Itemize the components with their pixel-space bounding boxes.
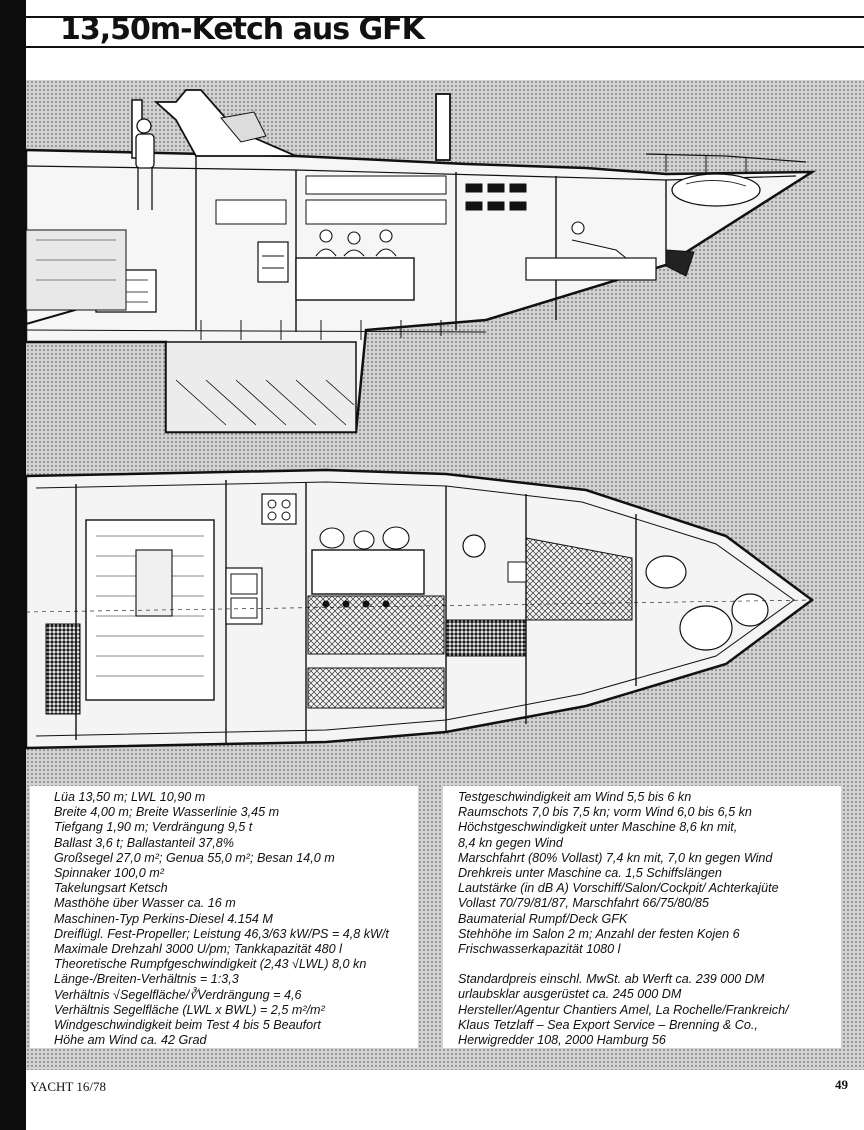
- side-profile-view: [26, 89, 817, 434]
- spec-line: Höhe am Wind ca. 42 Grad: [54, 1033, 207, 1048]
- top-rule: [26, 16, 864, 18]
- specs-box-right: Testgeschwindigkeit am Wind 5,5 bis 6 kn…: [443, 786, 841, 1048]
- crew-figures: [315, 229, 397, 257]
- starboard-berth-saloon: [307, 667, 445, 709]
- spec-line: Lüa 13,50 m; LWL 10,90 m: [54, 790, 206, 804]
- spec-line: Masthöhe über Wasser ca. 16 m: [54, 896, 236, 911]
- spec-line: Drehkreis unter Maschine ca. 1,5 Schiffs…: [458, 866, 722, 881]
- galley-stove: [257, 241, 289, 283]
- spec-line: Verhältnis √Segelfläche/∛Verdrängung = 4…: [54, 987, 302, 1002]
- spec-line: Tiefgang 1,90 m; Verdrängung 9,5 t: [54, 820, 253, 835]
- spec-line: Testgeschwindigkeit am Wind 5,5 bis 6 kn: [458, 790, 692, 804]
- spec-line: Herwigredder 108, 2000 Hamburg 56: [458, 1033, 666, 1048]
- plan-sinks: [225, 567, 263, 625]
- spec-line: Theoretische Rumpfgeschwindigkeit (2,43 …: [54, 957, 367, 972]
- spec-line: Vollast 70/79/81/87, Marschfahrt 66/75/8…: [458, 896, 709, 911]
- main-mast: [435, 93, 451, 161]
- spec-line: Frischwasserkapazität 1080 l: [458, 942, 621, 957]
- spec-line: Maximale Drehzahl 3000 U/pm; Tankkapazit…: [54, 942, 342, 957]
- spec-line: 8,4 kn gegen Wind: [458, 835, 563, 850]
- spec-line: Raumschots 7,0 bis 7,5 kn; vorm Wind 6,0…: [458, 805, 752, 820]
- spec-line: Standardpreis einschl. MwSt. ab Werft ca…: [458, 972, 765, 987]
- spec-spacer: [458, 957, 841, 972]
- spec-line: Windgeschwindigkeit beim Test 4 bis 5 Be…: [54, 1018, 321, 1033]
- spec-line: Takelungsart Ketsch: [54, 881, 168, 896]
- left-margin-bar: [0, 0, 26, 1130]
- magazine-issue: YACHT 16/78: [30, 1079, 106, 1094]
- plan-crew-figures: [319, 526, 410, 550]
- forward-vee-berth: [525, 537, 633, 621]
- spec-line: Spinnaker 100,0 m²: [54, 866, 164, 881]
- spec-line: urlaubsklar ausgerüstet ca. 245 000 DM: [458, 987, 682, 1002]
- sail-bag: [671, 173, 761, 207]
- specs-box-left: Lüa 13,50 m; LWL 10,90 m Breite 4,00 m; …: [30, 786, 418, 1048]
- title-rule: [26, 46, 864, 48]
- plan-stove: [261, 493, 297, 525]
- spec-line: Ballast 3,6 t; Ballastanteil 37,8%: [54, 835, 234, 850]
- page-title: 13,50m-Ketch aus GFK: [60, 12, 425, 47]
- spec-line: Länge-/Breiten-Verhältnis = 1:3,3: [54, 972, 239, 987]
- keel: [165, 341, 357, 433]
- spec-line: Hersteller/Agentur Chantiers Amel, La Ro…: [458, 1002, 789, 1017]
- saloon-table: [295, 257, 415, 301]
- plan-toilet: [462, 534, 486, 558]
- plan-saloon-table: [311, 549, 425, 595]
- spec-line: Breite 4,00 m; Breite Wasserlinie 3,45 m: [54, 805, 280, 820]
- spec-line: Baumaterial Rumpf/Deck GFK: [458, 911, 628, 926]
- spec-line: Großsegel 27,0 m²; Genua 55,0 m²; Besan …: [54, 850, 335, 865]
- yacht-illustration: [26, 89, 817, 750]
- spec-line: Höchstgeschwindigkeit unter Maschine 8,6…: [458, 820, 738, 835]
- spec-line: Stehhöhe im Salon 2 m; Anzahl der festen…: [458, 926, 740, 941]
- waterline: [26, 329, 487, 333]
- spec-line: Verhältnis Segelfläche (LWL x BWL) = 2,5…: [54, 1002, 325, 1017]
- spec-line: Lautstärke (in dB A) Vorschiff/Salon/Coc…: [458, 881, 779, 896]
- spec-line: Klaus Tetzlaff – Sea Export Service – Br…: [458, 1017, 758, 1032]
- spec-line: Maschinen-Typ Perkins-Diesel 4.154 M: [54, 911, 273, 926]
- helmsman-figure: [135, 118, 155, 210]
- portholes: [465, 183, 527, 211]
- plan-view: [26, 468, 815, 750]
- spec-line: Dreiflügl. Fest-Propeller; Leistung 46,3…: [54, 926, 389, 941]
- reclining-figure: [571, 221, 627, 259]
- spec-line: Marschfahrt (80% Vollast) 7,4 kn mit, 7,…: [458, 850, 773, 865]
- page-number: 49: [835, 1077, 848, 1092]
